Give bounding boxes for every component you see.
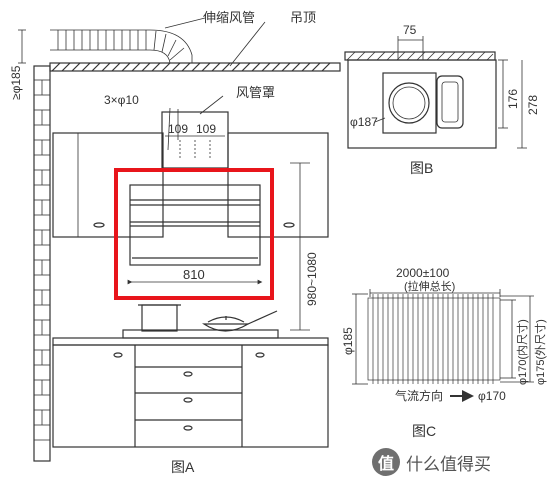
figure-c-labels: 2000±100 (拉伸总长) φ185 φ170(内尺寸) φ175(外尺寸)…: [341, 266, 547, 439]
label-hole-spacing-right: 109: [196, 122, 216, 136]
flex-duct-drawing: [50, 29, 193, 64]
watermark-text: 什么值得买: [406, 454, 491, 474]
duct-cover-leader: [199, 95, 224, 115]
label-height-outer: 278: [526, 95, 540, 115]
label-ceiling: 吊顶: [290, 10, 316, 25]
flex-duct-leader: [164, 17, 206, 29]
watermark: 值 什么值得买: [372, 448, 491, 476]
label-height-inner: 176: [506, 89, 520, 109]
label-diameter: φ187: [350, 115, 378, 129]
label-length: 2000±100: [396, 266, 450, 280]
label-dia-inner: φ170(内尺寸): [515, 319, 529, 385]
label-hood-width: 810: [183, 267, 205, 282]
caption-figure-b: 图B: [410, 160, 433, 176]
duct-cover-body: [347, 59, 497, 149]
label-min-duct-height: ≥φ185: [9, 65, 23, 100]
range-hood: [129, 184, 261, 266]
label-length-note: (拉伸总长): [404, 279, 455, 293]
figure-b: [344, 36, 527, 149]
motor-box: [436, 75, 464, 129]
label-holes: 3×φ10: [104, 93, 139, 107]
figure-a-labels: 伸缩风管 吊顶 ≥φ185 3×φ10 风管罩 109 109 810 980~…: [9, 10, 319, 475]
ceiling-board: [49, 62, 341, 72]
label-install-height: 980~1080: [305, 252, 319, 306]
cabinet-handle-right: [283, 222, 295, 228]
ceiling-leader: [229, 21, 266, 67]
watermark-badge-icon: 值: [372, 448, 400, 476]
flex-duct-bellows: [367, 294, 501, 384]
label-dia-left: φ185: [341, 327, 355, 355]
pot: [141, 304, 178, 332]
label-airflow: 气流方向: [395, 388, 443, 403]
caption-figure-c: 图C: [412, 423, 436, 439]
brick-wall: [33, 65, 51, 462]
pan: [202, 323, 251, 332]
hole-spacing-dims: [165, 107, 225, 160]
cabinet-handle-left: [93, 222, 105, 228]
figure-a: [18, 17, 341, 462]
dim-install-height: [290, 162, 310, 331]
label-hole-spacing-left: 109: [168, 122, 188, 136]
base-cabinet: [52, 337, 329, 448]
figure-c: [352, 289, 534, 402]
hood-highlight-box: [114, 168, 274, 300]
vent-flange: [382, 72, 437, 134]
figure-b-labels: 75 φ187 176 278 图B: [350, 23, 540, 176]
label-dia-outer: φ175(外尺寸): [533, 319, 547, 385]
cooktop: [122, 304, 279, 339]
label-width-top: 75: [403, 23, 417, 37]
label-flex-duct: 伸缩风管: [203, 10, 255, 25]
vent-circle: [388, 82, 430, 124]
label-dia-bottom: φ170: [478, 389, 506, 403]
caption-figure-a: 图A: [171, 459, 195, 475]
label-duct-cover: 风管罩: [236, 85, 275, 100]
